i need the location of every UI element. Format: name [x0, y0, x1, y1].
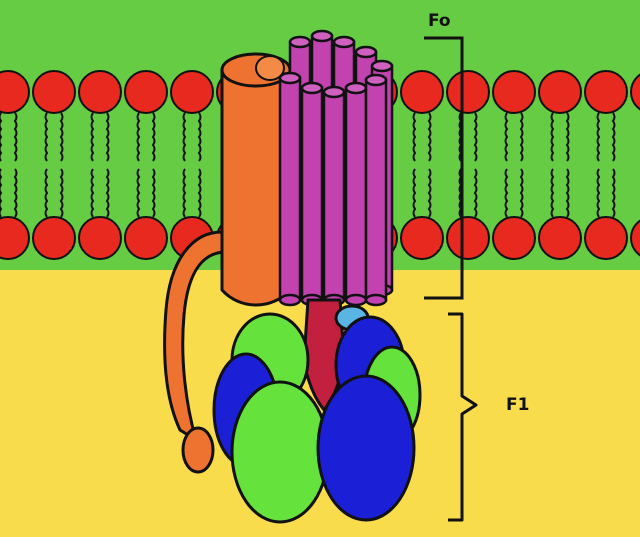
f1-head	[212, 312, 422, 524]
c-subunit-top	[344, 81, 368, 95]
c-subunit-top	[354, 45, 378, 59]
lipid-tail	[412, 112, 417, 162]
stator-cylinder-top-shade	[255, 55, 285, 81]
lipid-tail	[44, 168, 49, 218]
c-subunit-body	[278, 76, 302, 302]
lipid-tail	[427, 168, 432, 218]
lipid-head	[492, 70, 536, 114]
lipid-tail	[90, 112, 95, 162]
lipid-head	[78, 70, 122, 114]
lipid-tail	[44, 112, 49, 162]
lipid-tail	[197, 168, 202, 218]
c-subunit-top	[322, 85, 346, 99]
lipid-tail	[151, 112, 156, 162]
lipid-head	[584, 216, 628, 260]
c-subunit-top	[300, 81, 324, 95]
lipid-head	[400, 70, 444, 114]
lipid-tail	[550, 168, 555, 218]
right-bracket-icon	[424, 36, 464, 300]
lipid-tail	[565, 112, 570, 162]
c-subunit-body	[300, 86, 324, 302]
lipid-head	[124, 216, 168, 260]
c-subunit-base	[364, 293, 388, 307]
right-curly-brace-icon	[448, 312, 478, 522]
lipid-tail	[550, 112, 555, 162]
c-subunit-top	[310, 29, 334, 43]
lipid-tail	[151, 168, 156, 218]
c-subunit-top	[278, 71, 302, 85]
lipid-head	[124, 70, 168, 114]
lipid-head	[78, 216, 122, 260]
c-subunit	[322, 85, 346, 307]
lipid-head	[0, 70, 30, 114]
lipid-tail	[182, 168, 187, 218]
lipid-tail	[427, 112, 432, 162]
lipid-tail	[105, 168, 110, 218]
alpha-subunit-front	[230, 380, 330, 524]
lipid-head	[170, 70, 214, 114]
lipid-head	[400, 216, 444, 260]
lipid-tail	[596, 168, 601, 218]
lipid-tail	[565, 168, 570, 218]
fo-bracket: Fo	[424, 11, 464, 300]
lipid-tail	[13, 112, 18, 162]
lipid-tail	[90, 168, 95, 218]
c-subunit-top	[364, 73, 388, 87]
c-subunit-body	[364, 78, 388, 302]
c-subunit	[300, 81, 324, 307]
lipid-tail	[611, 168, 616, 218]
c-subunit-top	[370, 59, 394, 73]
lipid-head	[538, 70, 582, 114]
lipid-tail	[182, 112, 187, 162]
lipid-tail	[504, 112, 509, 162]
stator-stalk	[163, 52, 292, 474]
lipid-head	[630, 73, 640, 111]
stator-foot	[181, 426, 215, 474]
c-ring-rotor	[278, 29, 394, 307]
c-subunit-top	[288, 35, 312, 49]
lipid-tail	[519, 168, 524, 218]
lipid-tail	[105, 112, 110, 162]
lipid-tail	[473, 112, 478, 162]
c-subunit-body	[344, 86, 368, 302]
f1-label: F1	[506, 395, 529, 415]
lipid-tail	[504, 168, 509, 218]
lipid-head	[32, 216, 76, 260]
lipid-head	[584, 70, 628, 114]
lipid-tail	[519, 112, 524, 162]
lipid-tail	[473, 168, 478, 218]
lipid-head	[492, 216, 536, 260]
f1-bracket: F1	[448, 312, 529, 522]
lipid-tail	[59, 112, 64, 162]
c-subunit-base	[344, 293, 368, 307]
lipid-head	[446, 70, 490, 114]
c-subunit	[344, 81, 368, 307]
lipid-tail	[596, 112, 601, 162]
lipid-tail	[136, 168, 141, 218]
lipid-head	[0, 216, 30, 260]
c-subunit-body	[322, 90, 346, 302]
fo-label: Fo	[428, 11, 451, 31]
lipid-tail	[0, 168, 3, 218]
lipid-tail	[0, 112, 3, 162]
beta-subunit-front	[316, 374, 416, 522]
lipid-head	[630, 219, 640, 257]
c-subunit	[278, 71, 302, 307]
c-subunit-top	[332, 35, 356, 49]
c-subunit	[364, 73, 388, 307]
c-subunit-base	[278, 293, 302, 307]
lipid-head	[32, 70, 76, 114]
lipid-head	[538, 216, 582, 260]
lipid-tail	[197, 112, 202, 162]
lipid-tail	[13, 168, 18, 218]
lipid-tail	[59, 168, 64, 218]
lipid-tail	[611, 112, 616, 162]
lipid-tail	[136, 112, 141, 162]
lipid-head	[446, 216, 490, 260]
lipid-tail	[412, 168, 417, 218]
